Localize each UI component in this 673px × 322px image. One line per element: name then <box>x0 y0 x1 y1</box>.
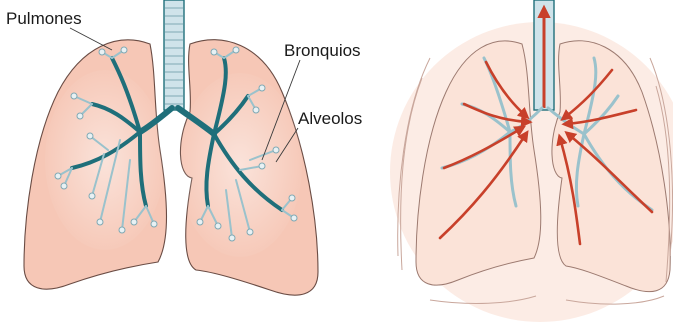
right-glow <box>178 73 302 257</box>
trachea <box>164 0 184 110</box>
exhale-trachea <box>534 0 554 110</box>
left-glow <box>45 70 165 250</box>
label-bronchi: Bronquios <box>284 41 361 60</box>
left-panel: Pulmones Bronquios Alveolos <box>6 0 362 295</box>
label-alveoli: Alveolos <box>298 109 362 128</box>
label-lungs: Pulmones <box>6 9 82 28</box>
lungs-leader <box>70 28 112 50</box>
right-panel <box>390 0 673 322</box>
